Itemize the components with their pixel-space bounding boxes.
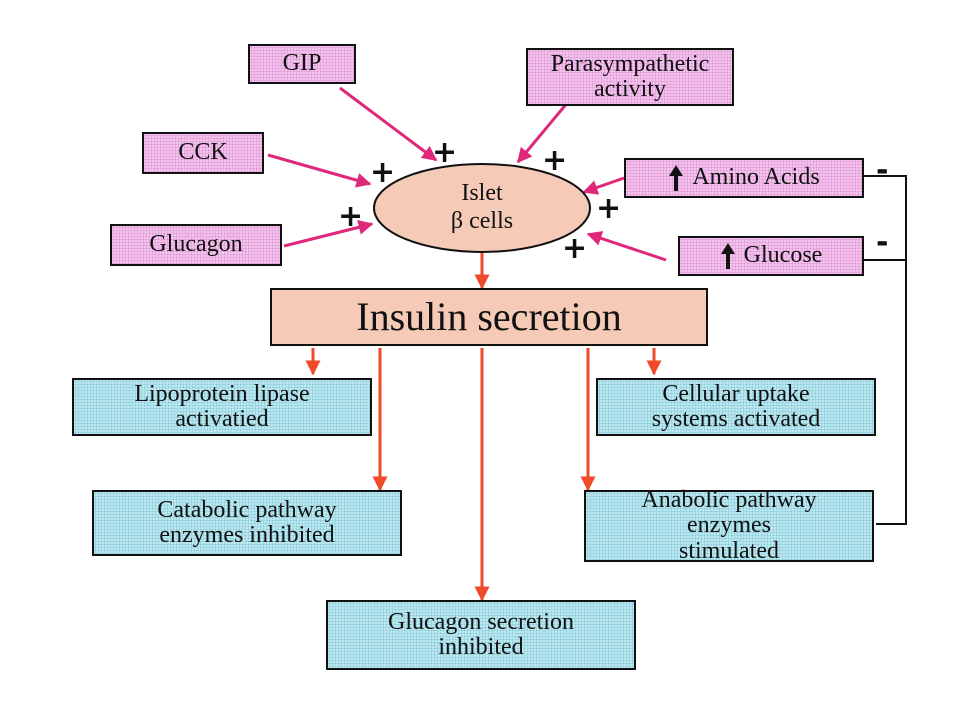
- lipoprotein-label-line2: activatied: [175, 406, 269, 432]
- parasympathetic-label-line2: activity: [594, 76, 666, 102]
- cck-label: CCK: [178, 139, 228, 166]
- plus-sign-gip: +: [432, 135, 457, 170]
- insulin-secretion-box: Insulin secretion: [270, 288, 708, 346]
- catabolic-label-line2: enzymes inhibited: [159, 522, 335, 548]
- cellular-label-line2: systems activated: [651, 406, 821, 432]
- up-arrow-icon: [669, 165, 684, 191]
- gip-box: GIP: [248, 44, 356, 84]
- glucagon-label: Glucagon: [149, 231, 243, 258]
- lipoprotein-label-line1: Lipoprotein lipase: [134, 380, 310, 407]
- anabolic-label-line2: enzymes: [687, 512, 771, 539]
- parasympathetic-label-line1: Parasympathetic: [550, 50, 710, 77]
- glucagon-secretion-inhibited-box: Glucagon secretion inhibited: [326, 600, 636, 670]
- islet-beta-cells-node: [373, 163, 591, 253]
- islet-label-line1: Islet: [461, 180, 503, 206]
- parasympathetic-box: Parasympathetic activity: [526, 48, 734, 106]
- arrow-glucagon-to-islet: [283, 219, 374, 248]
- amino-acids-label: Amino Acids: [692, 164, 820, 191]
- insulin-secretion-label: Insulin secretion: [356, 294, 622, 339]
- gip-label: GIP: [282, 50, 322, 77]
- glucagon-box: Glucagon: [110, 224, 282, 266]
- glucose-box: Glucose: [678, 236, 864, 276]
- plus-sign-glucose: +: [562, 231, 587, 266]
- glucagon-inhibited-label-line1: Glucagon secretion: [388, 608, 574, 635]
- glucagon-inhibited-label-line2: inhibited: [438, 634, 524, 660]
- minus-sign-glucose: -: [876, 225, 888, 260]
- anabolic-label-line1: Anabolic pathway: [641, 487, 817, 514]
- arrow-glucose-to-islet: [586, 231, 667, 262]
- cck-box: CCK: [142, 132, 264, 174]
- plus-sign-amino-acids: +: [596, 191, 621, 226]
- arrow-amino-acids-to-islet: [582, 176, 625, 195]
- amino-acids-box: Amino Acids: [624, 158, 864, 198]
- up-arrow-icon: [720, 243, 735, 269]
- feedback-bracket: [864, 175, 907, 525]
- plus-sign-glucagon: +: [338, 199, 363, 234]
- arrow-parasympathetic-to-islet: [516, 101, 570, 164]
- cellular-uptake-box: Cellular uptake systems activated: [596, 378, 876, 436]
- anabolic-label-line3: stimulated: [679, 537, 779, 564]
- arrow-cck-to-islet: [267, 153, 372, 188]
- cellular-label-line1: Cellular uptake: [662, 380, 810, 407]
- glucose-label: Glucose: [743, 242, 823, 269]
- lipoprotein-lipase-box: Lipoprotein lipase activatied: [72, 378, 372, 436]
- minus-sign-amino-acids: -: [876, 153, 888, 188]
- islet-label-line2: β cells: [451, 208, 513, 234]
- arrow-gip-to-islet: [339, 86, 438, 162]
- catabolic-pathway-box: Catabolic pathway enzymes inhibited: [92, 490, 402, 556]
- catabolic-label-line1: Catabolic pathway: [157, 496, 337, 523]
- anabolic-pathway-box: Anabolic pathway enzymes stimulated: [584, 487, 874, 564]
